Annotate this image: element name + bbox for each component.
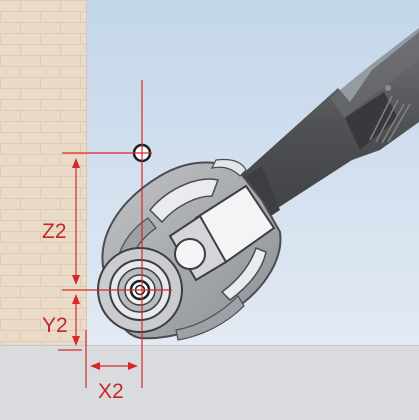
label-y2: Y2 — [42, 314, 68, 337]
wall — [0, 0, 86, 345]
label-z2: Z2 — [42, 220, 67, 243]
label-x2: X2 — [98, 380, 124, 403]
pivot-pin — [174, 238, 206, 270]
drive-block — [168, 184, 276, 282]
dimension-lines — [58, 80, 172, 388]
floor — [0, 345, 419, 420]
